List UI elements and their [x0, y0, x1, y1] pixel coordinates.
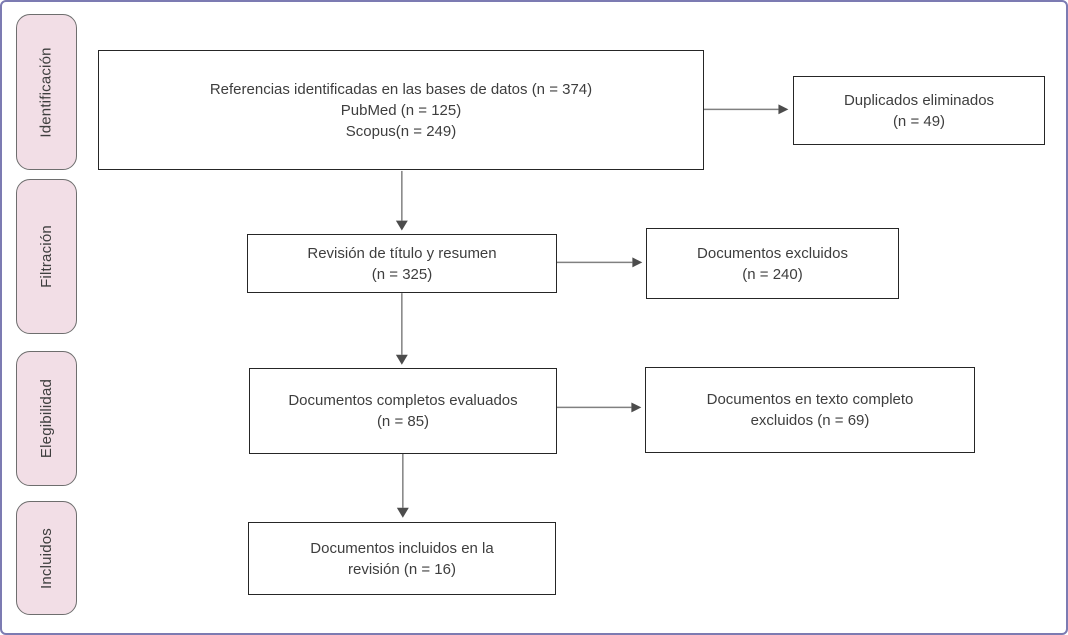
box-documents-excluded-line-2: (n = 240): [742, 265, 803, 283]
arrow-identification-to-duplicates: [701, 104, 789, 115]
box-identification-line-2: PubMed (n = 125): [340, 101, 462, 119]
box-full-text-excluded: Documentos en texto completo excluidos (…: [645, 367, 975, 453]
box-included-in-review: Documentos incluidos en la revisión (n =…: [248, 522, 556, 595]
box-included-in-review-line-2: revisión (n = 16): [348, 560, 456, 578]
arrow-eligibility-to-fulltext-excluded: [555, 402, 642, 413]
stage-screening-label: Filtración: [38, 225, 56, 288]
stage-eligibility: Elegibilidad: [16, 351, 77, 486]
box-identification: Referencias identificadas en las bases d…: [98, 50, 704, 170]
box-identification-line-1: Referencias identificadas en las bases d…: [209, 80, 593, 98]
box-documents-excluded: Documentos excluidos (n = 240): [646, 228, 899, 299]
stage-included: Incluidos: [16, 501, 77, 615]
box-title-abstract-screening-line-1: Revisión de título y resumen: [307, 244, 497, 262]
box-full-text-assessed-line-1: Documentos completos evaluados: [288, 392, 518, 409]
box-duplicates-removed-line-2: (n = 49): [892, 112, 946, 130]
arrow-screening-to-eligibility: [395, 293, 408, 365]
box-documents-excluded-line-1: Documentos excluidos: [697, 244, 848, 262]
box-title-abstract-screening: Revisión de título y resumen (n = 325): [247, 234, 557, 293]
stage-identification: Identificación: [16, 14, 77, 170]
box-identification-line-3: Scopus(n = 249): [345, 122, 457, 140]
box-full-text-assessed-line-2: (n = 85): [376, 413, 430, 430]
box-duplicates-removed-line-1: Duplicados eliminados: [843, 91, 995, 109]
box-duplicates-removed: Duplicados eliminados (n = 49): [793, 76, 1045, 145]
box-included-in-review-line-1: Documentos incluidos en la: [310, 539, 494, 557]
arrow-eligibility-to-included: [396, 453, 409, 518]
stage-identification-label: Identificación: [38, 46, 56, 138]
stage-screening: Filtración: [16, 179, 77, 334]
stage-included-label: Incluidos: [38, 527, 56, 589]
arrow-screening-to-excluded: [555, 257, 643, 268]
stage-eligibility-label: Elegibilidad: [38, 378, 55, 459]
box-full-text-assessed: Documentos completos evaluados (n = 85): [249, 368, 557, 454]
box-full-text-excluded-line-1: Documentos en texto completo: [706, 391, 914, 408]
box-full-text-excluded-line-2: excluidos (n = 69): [750, 412, 870, 429]
box-title-abstract-screening-line-2: (n = 325): [371, 265, 433, 283]
arrow-identification-to-screening: [395, 170, 408, 231]
